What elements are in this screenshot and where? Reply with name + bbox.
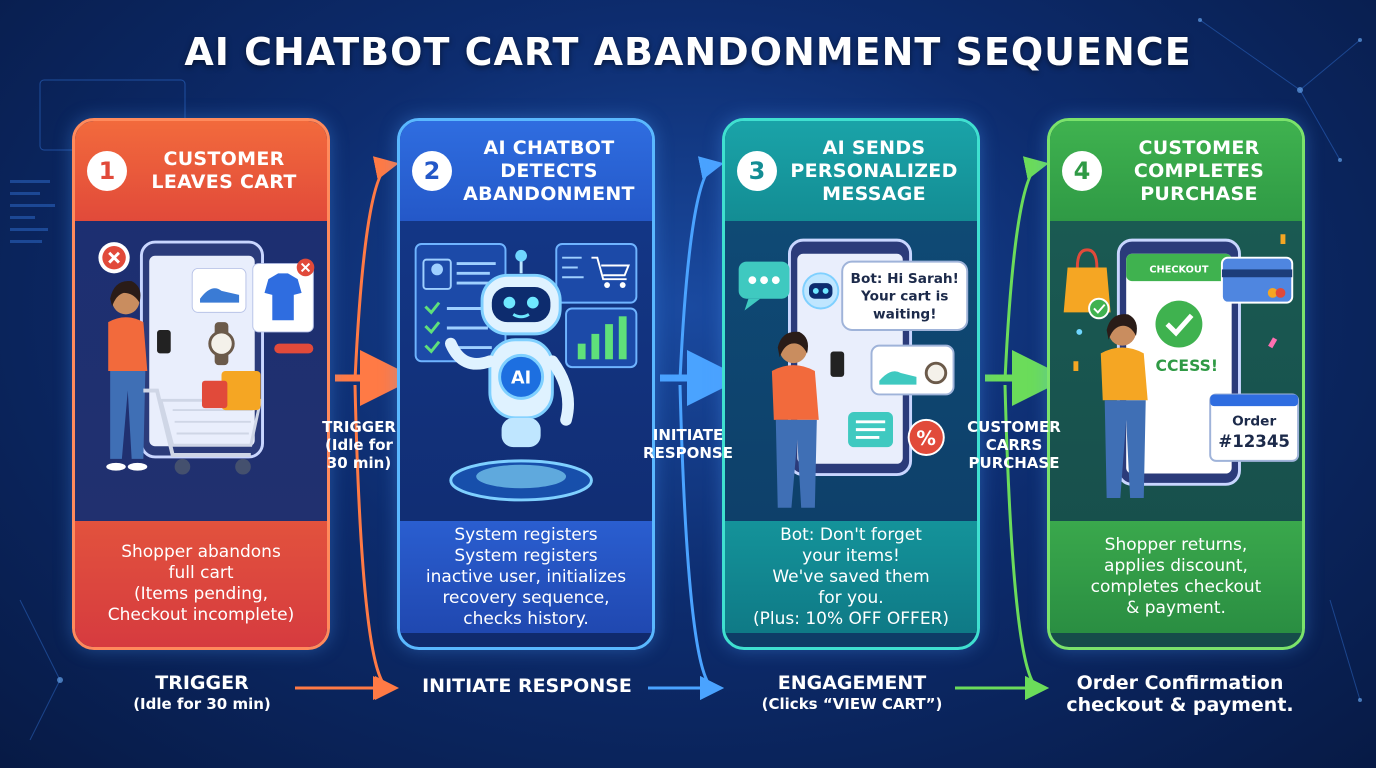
sneaker-icon (191, 267, 247, 313)
step-title: AI SENDS PERSONALIZED MESSAGE (790, 136, 958, 205)
shopping-bag-icon (1063, 248, 1111, 320)
step-4-illustration: CHECKOUT CCESS! Order #12345 (1063, 234, 1300, 498)
shopper-figure (771, 331, 845, 508)
robot-icon: AI (444, 249, 574, 448)
step-2-description: System registers System registers inacti… (400, 521, 652, 633)
chat-bubble-icon (738, 261, 790, 311)
svg-text:Your cart is: Your cart is (860, 289, 948, 305)
step-2-illustration: AI (414, 243, 638, 502)
step-card-2: 2 AI CHATBOT DETECTS ABANDONMENT AI Syst… (397, 118, 655, 650)
message-bubble: Bot: Hi Sarah! Your cart is waiting! (841, 260, 969, 331)
step-3-illustration: Bot: Hi Sarah! Your cart is waiting! % (738, 238, 969, 508)
step-card-4: 4 CUSTOMER COMPLETES PURCHASE CHECKOUT C… (1047, 118, 1305, 650)
step-card-3: 3 AI SENDS PERSONALIZED MESSAGE Bot: Hi … (722, 118, 980, 650)
arrow-label-1: TRIGGER (Idle for 30 min) (322, 418, 396, 472)
svg-text:CHECKOUT: CHECKOUT (1149, 264, 1208, 275)
svg-text:Order: Order (1232, 414, 1276, 430)
step-number-badge: 2 (412, 151, 452, 191)
bottom-label-1: TRIGGER (Idle for 30 min) (133, 672, 271, 713)
step-4-header: 4 CUSTOMER COMPLETES PURCHASE (1050, 121, 1302, 221)
bot-face-icon (802, 272, 840, 310)
step-title: CUSTOMER LEAVES CART (151, 148, 297, 193)
bar-chart-icon (565, 307, 638, 369)
svg-text:AI: AI (511, 369, 531, 389)
step-number-badge: 1 (87, 151, 127, 191)
discount-icon: % (907, 418, 945, 456)
cart-dashboard-icon (555, 243, 638, 304)
shopper-figure (106, 280, 171, 471)
step-card-1: 1 CUSTOMER LEAVES CART Shopper abandons (72, 118, 330, 650)
confetti (1073, 234, 1286, 371)
page-title: AI CHATBOT CART ABANDONMENT SEQUENCE (184, 30, 1192, 74)
bottom-label-3: ENGAGEMENT (Clicks “VIEW CART”) (761, 672, 943, 713)
svg-text:Bot: Hi Sarah!: Bot: Hi Sarah! (851, 271, 959, 287)
shopper-figure (1100, 314, 1148, 498)
step-2-header: 2 AI CHATBOT DETECTS ABANDONMENT (400, 121, 652, 221)
step-3-header: 3 AI SENDS PERSONALIZED MESSAGE (725, 121, 977, 221)
bottom-label-2: INITIATE RESPONSE (422, 675, 632, 697)
svg-text:CCESS!: CCESS! (1156, 357, 1218, 375)
step-3-description: Bot: Don't forget your items! We've save… (725, 521, 977, 633)
svg-text:#12345: #12345 (1218, 432, 1290, 451)
step-number-badge: 4 (1062, 151, 1102, 191)
step-1-header: 1 CUSTOMER LEAVES CART (75, 121, 327, 221)
watch-icon (208, 322, 235, 366)
svg-text:%: % (916, 427, 936, 450)
shirt-icon (252, 258, 315, 354)
shopping-cart-icon (143, 371, 263, 475)
credit-card-icon (1220, 256, 1294, 304)
step-1-description: Shopper abandons full cart (Items pendin… (75, 521, 327, 647)
check-icon (1155, 300, 1203, 348)
step-title: AI CHATBOT DETECTS ABANDONMENT (463, 136, 635, 205)
product-bubble (870, 344, 955, 396)
bottom-label-4: Order Confirmation checkout & payment. (1066, 672, 1294, 716)
svg-text:waiting!: waiting! (873, 306, 936, 322)
list-card (848, 412, 893, 448)
arrow-label-2: INITIATE RESPONSE (643, 426, 733, 462)
step-4-description: Shopper returns, applies discount, compl… (1050, 521, 1302, 633)
close-icon (98, 242, 130, 274)
step-title: CUSTOMER COMPLETES PURCHASE (1133, 136, 1265, 205)
arrow-label-3: CUSTOMER CARRS PURCHASE (967, 418, 1061, 472)
step-1-illustration (98, 240, 315, 475)
step-number-badge: 3 (737, 151, 777, 191)
order-card: Order #12345 (1209, 393, 1300, 462)
